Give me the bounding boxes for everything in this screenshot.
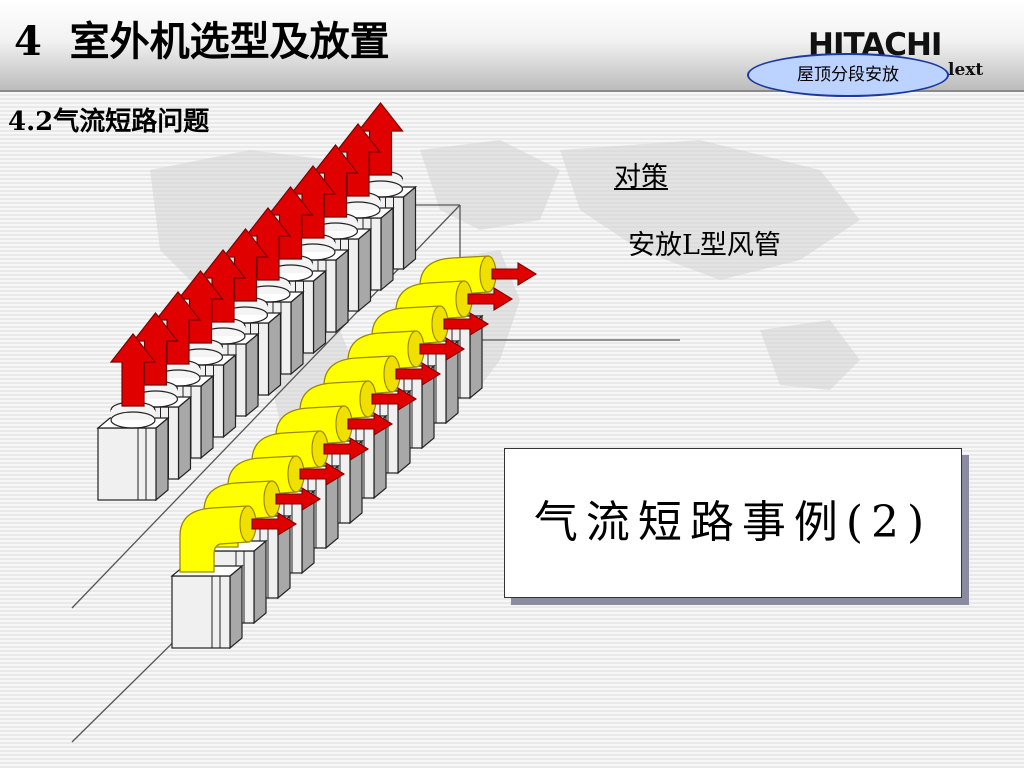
case-example-box: 气流短路事例(2) [504, 448, 962, 598]
back-row-units [96, 102, 418, 502]
outdoor-unit-front [170, 505, 298, 650]
brand-subtext: lext [948, 60, 984, 80]
topic-badge: 屋顶分段安放 [747, 53, 949, 97]
slide-title: 4 室外机选型及放置 [14, 18, 390, 65]
front-row-units [170, 255, 538, 650]
discharge-arrow-right [323, 437, 370, 461]
discharge-arrow-right [395, 362, 442, 386]
discharge-arrow-right [371, 387, 418, 411]
discharge-arrow-right [347, 412, 394, 436]
discharge-arrow-right [299, 462, 346, 486]
header-bar [0, 0, 1024, 92]
countermeasure-heading: 对策 [614, 162, 668, 193]
section-title: 4.2气流短路问题 [8, 107, 210, 137]
outdoor-unit-back [96, 333, 170, 502]
countermeasure-text: 安放L型风管 [628, 230, 781, 261]
discharge-arrow-right [275, 487, 322, 511]
discharge-arrow-right [419, 337, 466, 361]
discharge-arrow-right [443, 312, 490, 336]
discharge-arrow-right [467, 287, 514, 311]
discharge-arrow-right [491, 262, 538, 286]
case-example-label: 气流短路事例(2) [533, 497, 933, 548]
discharge-arrow-right [251, 512, 298, 536]
discharge-arrow-up [109, 333, 157, 407]
